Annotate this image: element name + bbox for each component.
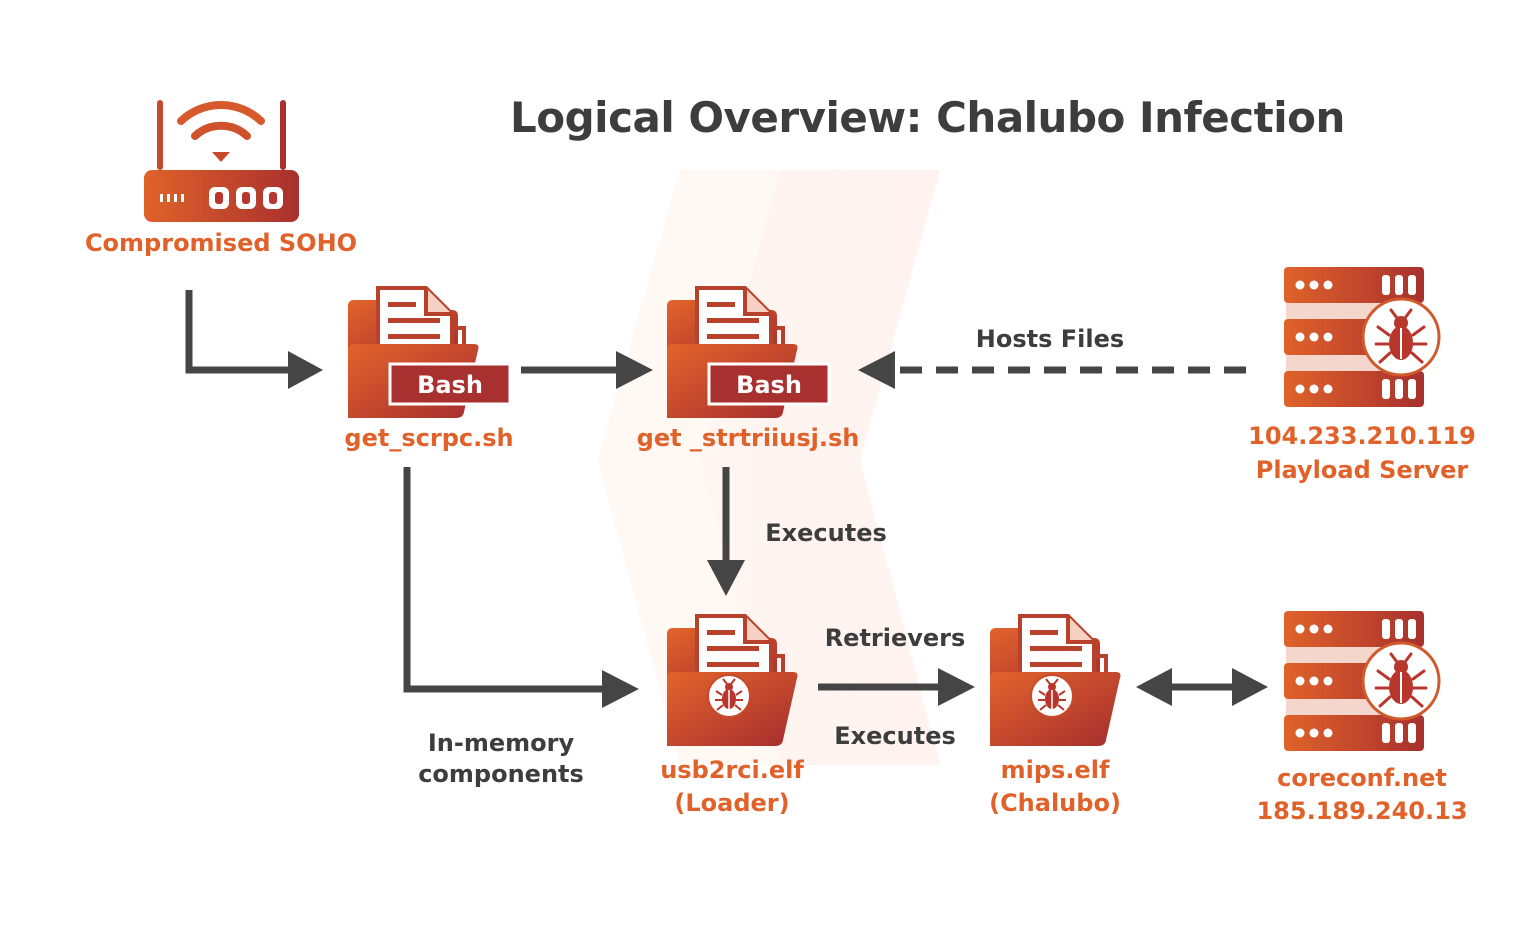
chalubo-role: (Chalubo) <box>989 789 1121 817</box>
arrow-router-to-script1 <box>185 290 323 389</box>
edge-label-executes: Executes <box>834 722 956 750</box>
arrow-server-to-script2 <box>858 351 1246 389</box>
malware-folder-icon <box>988 614 1123 748</box>
payload-server-label: Playload Server <box>1255 456 1469 484</box>
router-label: Compromised SOHO <box>84 229 358 257</box>
loader-filename: usb2rci.elf <box>660 756 804 784</box>
malicious-server-icon <box>1282 609 1441 753</box>
chalubo-filename: mips.elf <box>1000 756 1110 784</box>
arrow-chalubo-c2-bidirectional <box>1136 668 1268 706</box>
malicious-server-icon <box>1282 265 1441 409</box>
wifi-router-icon <box>144 100 299 222</box>
edge-label-hosts-files: Hosts Files <box>975 325 1125 353</box>
script-folder-icon <box>665 286 831 420</box>
bash-badge: Bash <box>417 371 483 399</box>
edge-label-executes: Executes <box>765 519 887 547</box>
payload-server-ip: 104.233.210.119 <box>1248 422 1476 450</box>
edge-label-in-memory: In-memory <box>427 729 575 757</box>
script2-label: get _strtriiusj.sh <box>636 424 860 452</box>
arrow-script1-to-loader <box>403 467 639 708</box>
arrow-loader-to-chalubo <box>818 668 975 706</box>
arrow-script2-to-loader <box>707 467 745 596</box>
script-folder-icon <box>346 286 512 420</box>
c2-ip: 185.189.240.13 <box>1256 797 1468 825</box>
loader-role: (Loader) <box>674 789 790 817</box>
edge-label-retrievers: Retrievers <box>824 624 966 652</box>
arrow-script1-to-script2 <box>521 351 653 389</box>
c2-domain: coreconf.net <box>1277 764 1447 792</box>
script1-label: get_scrpc.sh <box>344 424 514 452</box>
page-title: Logical Overview: Chalubo Infection <box>510 93 1345 142</box>
edge-label-components: components <box>418 760 584 788</box>
bash-badge: Bash <box>736 371 802 399</box>
